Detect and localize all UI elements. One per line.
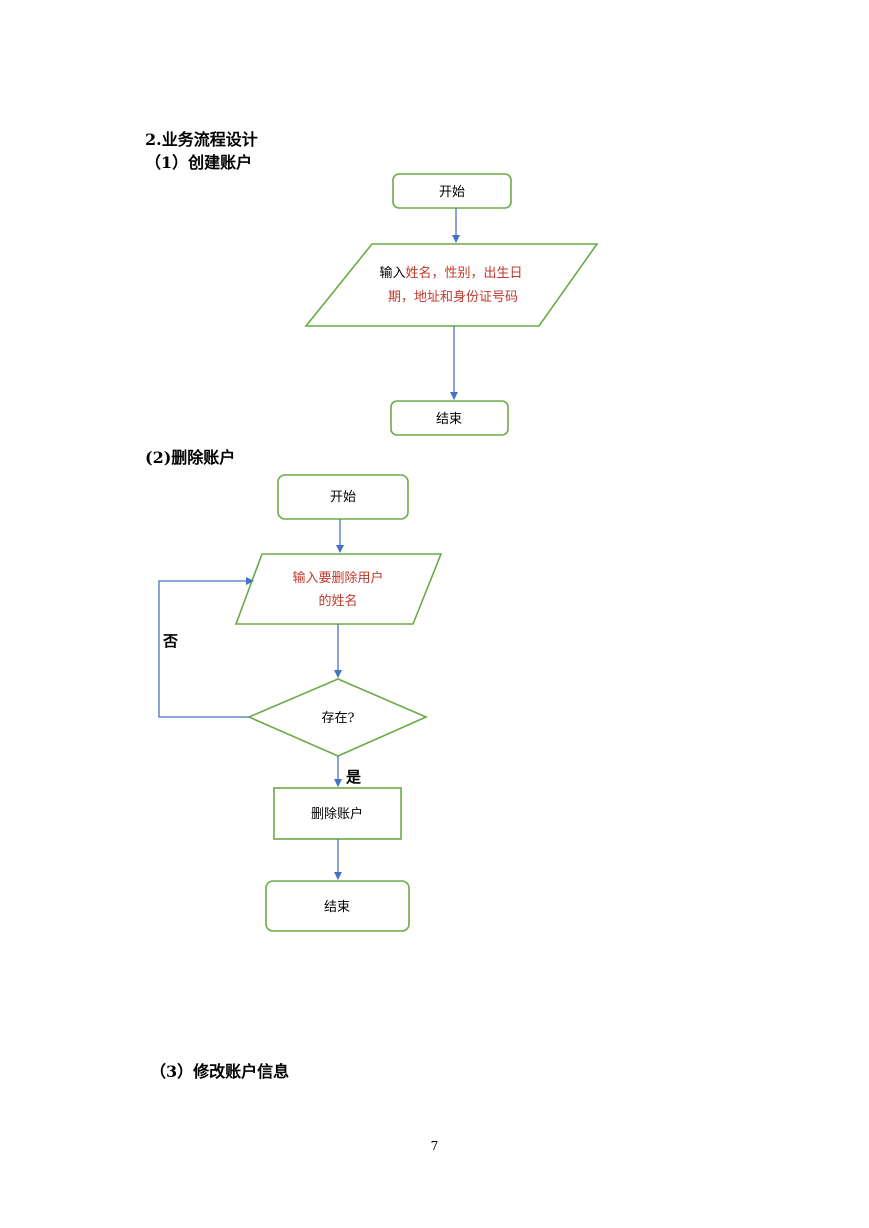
flow2-loop-back-arrow bbox=[158, 577, 254, 718]
flow2-input-line1: 输入要删除用户 bbox=[292, 570, 383, 586]
subheading-create-account: （1）创建账户 bbox=[145, 153, 253, 172]
flow1-input-prefix: 输入 bbox=[379, 265, 405, 281]
flow1-input-node bbox=[304, 243, 599, 327]
flow1-end-label: 结束 bbox=[436, 412, 462, 427]
flow2-end-label: 结束 bbox=[324, 900, 350, 915]
flow2-input-node bbox=[234, 553, 443, 625]
flow2-action-node bbox=[273, 787, 402, 840]
flow2-start-node bbox=[277, 474, 409, 520]
flow2-decision-label: 存在? bbox=[322, 711, 355, 726]
flow1-input-fields: 姓名，性别，出生日 bbox=[406, 265, 523, 281]
flow1-end-node bbox=[390, 400, 509, 436]
flow2-input-line2: 的姓名 bbox=[318, 593, 357, 609]
subheading-modify-account: （3）修改账户信息 bbox=[150, 1062, 290, 1081]
flow2-yes-label: 是 bbox=[345, 768, 362, 786]
flow1-start-label: 开始 bbox=[439, 185, 465, 200]
flow2-start-label: 开始 bbox=[330, 490, 356, 505]
flow1-input-line2: 期，地址和身份证号码 bbox=[388, 289, 518, 305]
flowchart-create-account: 开始 输入姓名，性别，出生日 期，地址和身份证号码 结束 bbox=[304, 173, 599, 436]
flowchart-delete-account: 开始 输入要删除用户 的姓名 存在? 否 是 删除账户 结束 bbox=[158, 474, 443, 932]
subheading-delete-account: (2)删除账户 bbox=[145, 448, 236, 467]
flow1-start-node bbox=[392, 173, 512, 209]
page-number: 7 bbox=[430, 1139, 439, 1153]
section-heading: 2.业务流程设计 bbox=[145, 130, 258, 149]
flow1-input-line1: 输入姓名，性别，出生日 bbox=[379, 265, 522, 281]
flow2-end-node bbox=[265, 880, 410, 932]
flow2-no-label: 否 bbox=[162, 632, 178, 650]
flow2-action-label: 删除账户 bbox=[311, 806, 363, 822]
